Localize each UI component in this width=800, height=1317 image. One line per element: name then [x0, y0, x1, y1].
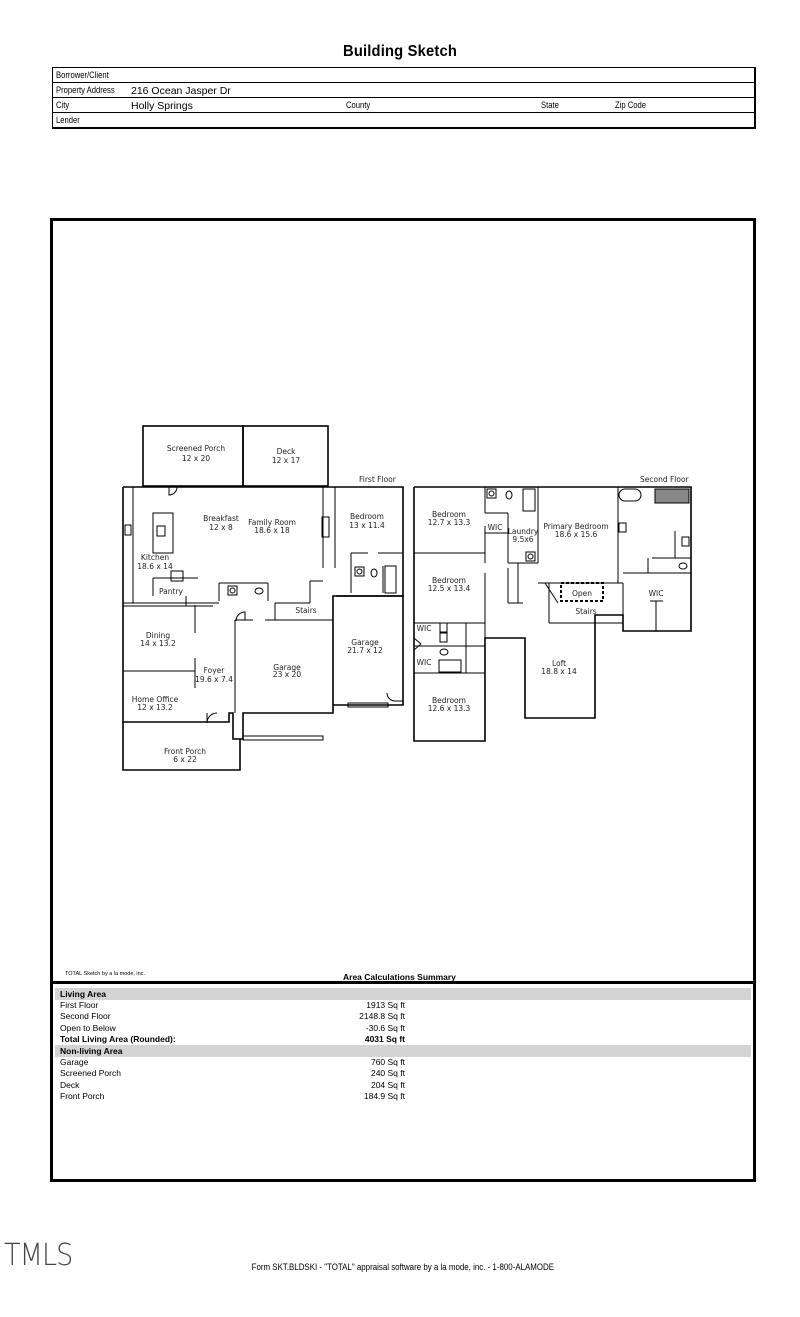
address-value: 216 Ocean Jasper Dr — [131, 85, 231, 97]
property-info-table: Borrower/Client Property Address 216 Oce… — [52, 67, 756, 129]
svg-text:Loft: Loft — [552, 659, 566, 668]
svg-text:Bedroom: Bedroom — [432, 576, 466, 585]
row-value: 1913 Sq ft — [366, 1000, 405, 1010]
floor-plan-drawing: First Floor Second Floor Screened Porch … — [122, 425, 692, 771]
svg-text:Stairs: Stairs — [575, 607, 596, 616]
svg-text:Breakfast: Breakfast — [203, 514, 239, 523]
summary-row: Front Porch 184.9 Sq ft — [55, 1091, 751, 1102]
svg-text:12.6 x 13.3: 12.6 x 13.3 — [428, 704, 471, 713]
row-label: Front Porch — [60, 1091, 105, 1102]
row-label: Second Floor — [60, 1011, 111, 1022]
summary-row: Garage 760 Sq ft — [55, 1057, 751, 1068]
section-divider — [53, 981, 753, 984]
svg-text:Pantry: Pantry — [159, 587, 184, 596]
borrower-row: Borrower/Client — [53, 68, 754, 83]
city-value: Holly Springs — [131, 100, 193, 112]
row-value: 2148.8 Sq ft — [359, 1011, 405, 1022]
svg-text:Kitchen: Kitchen — [141, 553, 169, 562]
svg-text:Family Room: Family Room — [248, 518, 296, 527]
city-label: City — [56, 100, 70, 110]
borrower-label: Borrower/Client — [56, 70, 109, 80]
state-label: State — [541, 100, 559, 110]
svg-text:Garage: Garage — [273, 663, 301, 672]
living-area-header: Living Area — [55, 988, 751, 1000]
row-label: Open to Below — [60, 1022, 116, 1033]
summary-row: Screened Porch 240 Sq ft — [55, 1068, 751, 1079]
svg-text:12 x 13.2: 12 x 13.2 — [137, 703, 173, 712]
svg-text:12.5 x 13.4: 12.5 x 13.4 — [428, 584, 471, 593]
svg-text:Laundry: Laundry — [508, 527, 539, 536]
svg-text:Open: Open — [572, 589, 592, 598]
svg-text:12 x 17: 12 x 17 — [272, 456, 301, 465]
svg-text:18.8 x 14: 18.8 x 14 — [541, 667, 577, 676]
city-row: City Holly Springs County State Zip Code — [53, 98, 754, 113]
second-floor-label: Second Floor — [640, 475, 690, 484]
svg-text:23 x 20: 23 x 20 — [273, 670, 302, 679]
nonliving-area-header: Non-living Area — [55, 1045, 751, 1058]
svg-text:18.6 x 18: 18.6 x 18 — [254, 526, 290, 535]
svg-text:12 x 20: 12 x 20 — [182, 454, 211, 463]
county-label: County — [346, 100, 371, 110]
summary-row: Second Floor 2148.8 Sq ft — [55, 1011, 751, 1022]
svg-text:Screened Porch: Screened Porch — [167, 444, 225, 453]
row-value: 204 Sq ft — [370, 1079, 405, 1090]
form-footer: Form SKT.BLDSKI - "TOTAL" appraisal soft… — [0, 1262, 800, 1272]
svg-text:Front Porch: Front Porch — [164, 747, 206, 756]
svg-text:WIC: WIC — [488, 523, 503, 532]
summary-row: Open to Below -30.6 Sq ft — [55, 1023, 751, 1034]
svg-text:Home Office: Home Office — [132, 695, 179, 704]
row-label: Screened Porch — [60, 1068, 121, 1079]
svg-text:WIC: WIC — [417, 624, 432, 633]
summary-row: Deck 204 Sq ft — [55, 1080, 751, 1091]
deck-outline — [242, 425, 329, 487]
row-value: 760 Sq ft — [370, 1057, 405, 1068]
first-floor-label: First Floor — [359, 475, 397, 484]
software-credit: TOTAL Sketch by a la mode, inc. — [65, 971, 145, 977]
lender-label: Lender — [56, 115, 80, 125]
svg-text:WIC: WIC — [649, 589, 664, 598]
svg-text:Bedroom: Bedroom — [432, 696, 466, 705]
address-row: Property Address 216 Ocean Jasper Dr — [53, 83, 754, 98]
svg-text:12 x 8: 12 x 8 — [209, 523, 233, 532]
svg-text:6 x 22: 6 x 22 — [173, 755, 197, 764]
svg-text:Primary Bedroom: Primary Bedroom — [543, 522, 608, 531]
sketch-frame: First Floor Second Floor Screened Porch … — [50, 218, 756, 1182]
footer-text: Form SKT.BLDSKI - "TOTAL" appraisal soft… — [251, 1262, 555, 1272]
total-row: Total Living Area (Rounded): 4031 Sq ft — [55, 1034, 751, 1045]
row-label: Deck — [60, 1079, 80, 1090]
row-value: 240 Sq ft — [370, 1068, 405, 1079]
area-summary: Living Area First Floor 1913 Sq ft Secon… — [55, 988, 751, 1102]
svg-text:13 x 11.4: 13 x 11.4 — [349, 521, 385, 530]
page-title: Building Sketch — [343, 43, 457, 60]
total-label: Total Living Area (Rounded): — [60, 1033, 176, 1044]
svg-text:21.7 x 12: 21.7 x 12 — [347, 646, 383, 655]
zip-label: Zip Code — [615, 100, 647, 110]
total-value: 4031 Sq ft — [364, 1033, 405, 1044]
svg-text:Bedroom: Bedroom — [432, 510, 466, 519]
summary-title: Area Calculations Summary — [343, 972, 456, 982]
svg-text:Foyer: Foyer — [204, 666, 226, 675]
svg-text:Garage: Garage — [351, 638, 379, 647]
svg-text:9.5x6: 9.5x6 — [512, 535, 533, 544]
svg-text:18.6 x 15.6: 18.6 x 15.6 — [555, 530, 598, 539]
summary-row: First Floor 1913 Sq ft — [55, 1000, 751, 1011]
svg-text:Stairs: Stairs — [295, 606, 316, 615]
row-label: First Floor — [60, 1000, 99, 1010]
tmls-watermark-logo: TMLS — [4, 1238, 73, 1273]
svg-text:19.6 x 7.4: 19.6 x 7.4 — [195, 675, 233, 684]
lender-row: Lender — [53, 113, 754, 127]
row-value: -30.6 Sq ft — [365, 1022, 405, 1033]
svg-text:WIC: WIC — [417, 658, 432, 667]
svg-text:18.6 x 14: 18.6 x 14 — [137, 562, 173, 571]
row-value: 184.9 Sq ft — [363, 1091, 405, 1102]
svg-text:Deck: Deck — [277, 447, 297, 456]
address-label: Property Address — [56, 85, 115, 95]
svg-text:12.7 x 13.3: 12.7 x 13.3 — [428, 518, 471, 527]
svg-text:Bedroom: Bedroom — [350, 512, 384, 521]
svg-text:14 x 13.2: 14 x 13.2 — [140, 639, 176, 648]
row-label: Garage — [60, 1057, 89, 1068]
svg-text:Dining: Dining — [146, 631, 170, 640]
